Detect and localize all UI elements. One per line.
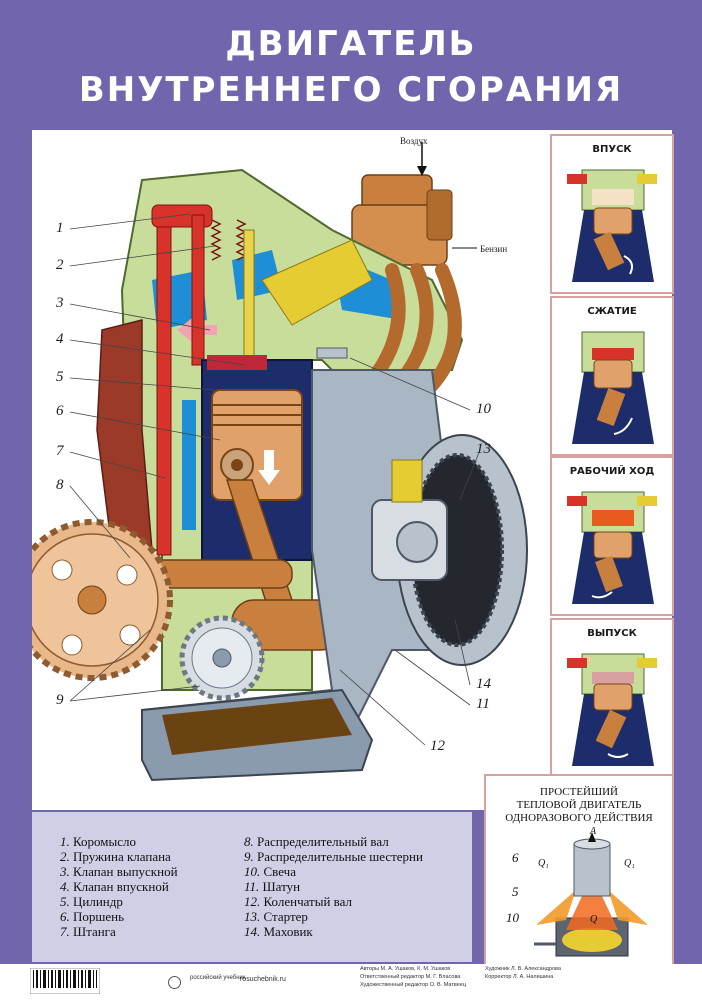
heat-engine-illustration bbox=[534, 832, 648, 957]
credits-art-editor: Художественный редактор О. В. Матвеец bbox=[360, 982, 466, 988]
legend-item-7: 7. Штанга bbox=[60, 924, 116, 939]
starter-motor bbox=[371, 459, 448, 581]
callout-14: 14 bbox=[476, 676, 491, 692]
poster-title-line-1: ДВИГАТЕЛЬ bbox=[225, 24, 477, 64]
heat-callout-6: 6 bbox=[512, 850, 519, 865]
heat-label-q: Q bbox=[590, 914, 598, 925]
legend-item-13: 13. Стартер bbox=[244, 909, 308, 924]
credits-artist: Художник Л. В. Александрова bbox=[485, 966, 561, 972]
intake-manifold bbox=[365, 263, 462, 392]
legend-panel: 1. Коромысло 2. Пружина клапана 3. Клапа… bbox=[32, 812, 472, 962]
legend-item-9: 9. Распределительные шестерни bbox=[244, 849, 423, 864]
site-url: rosuchebnik.ru bbox=[240, 976, 286, 983]
barcode-icon bbox=[30, 968, 100, 994]
callout-13: 13 bbox=[476, 441, 491, 457]
heat-callout-5: 5 bbox=[512, 884, 519, 899]
legend-item-5: 5. Цилиндр bbox=[60, 894, 123, 909]
credits-editor: Ответственный редактор М. Г. Власова bbox=[360, 974, 461, 980]
carburetor bbox=[351, 174, 453, 266]
spark-plug bbox=[316, 347, 348, 359]
legend-item-4: 4. Клапан впускной bbox=[60, 879, 169, 894]
stage-intake: ВПУСК bbox=[550, 134, 674, 294]
legend-item-10: 10. Свеча bbox=[244, 864, 296, 879]
callout-12: 12 bbox=[430, 738, 445, 754]
stage-exhaust: ВЫПУСК bbox=[550, 618, 674, 778]
credits-corrector: Корректор Л. А. Налишина bbox=[485, 974, 554, 980]
stage-compression: СЖАТИЕ bbox=[550, 296, 674, 456]
fuel-label: Бензин bbox=[480, 244, 508, 254]
callout-11: 11 bbox=[476, 696, 490, 712]
stage-compression-title: СЖАТИЕ bbox=[587, 306, 637, 317]
stage-intake-illustration bbox=[567, 169, 657, 282]
air-label: Воздух bbox=[400, 136, 428, 146]
legend-item-14: 14. Маховик bbox=[244, 924, 313, 939]
publisher-logo bbox=[168, 976, 181, 989]
stage-exhaust-title: ВЫПУСК bbox=[587, 628, 637, 639]
callout-5: 5 bbox=[56, 369, 64, 385]
legend-item-11: 11. Шатун bbox=[244, 879, 301, 894]
crankcase bbox=[141, 369, 464, 752]
callout-8: 8 bbox=[56, 477, 64, 493]
callout-4: 4 bbox=[56, 331, 64, 347]
legend-item-3: 3. Клапан выпускной bbox=[60, 864, 178, 879]
callout-9: 9 bbox=[56, 692, 64, 708]
timing-gear-small bbox=[179, 615, 265, 701]
publisher-name: российский учебник bbox=[190, 975, 246, 981]
legend-item-6: 6. Поршень bbox=[60, 909, 125, 924]
heat-engine-title-2: ТЕПЛОВОЙ ДВИГАТЕЛЬ bbox=[516, 799, 642, 811]
stage-intake-title: ВПУСК bbox=[592, 144, 632, 155]
footer: российский учебник rosuchebnik.ru Авторы… bbox=[0, 964, 702, 1000]
legend-item-2: 2. Пружина клапана bbox=[60, 849, 171, 864]
engine-cutaway-illustration bbox=[32, 142, 528, 782]
callout-2: 2 bbox=[56, 257, 64, 273]
rocker-assembly bbox=[151, 204, 255, 556]
heat-label-q1-right: Q₁ bbox=[624, 858, 635, 869]
stage-compression-illustration bbox=[572, 331, 654, 444]
stage-exhaust-illustration bbox=[567, 653, 657, 766]
heat-engine-panel: ПРОСТЕЙШИЙ ТЕПЛОВОЙ ДВИГАТЕЛЬ ОДНОРАЗОВО… bbox=[484, 774, 674, 968]
stage-power: РАБОЧИЙ ХОД bbox=[550, 456, 674, 616]
heat-label-a: A bbox=[590, 826, 597, 837]
callout-6: 6 bbox=[56, 403, 64, 419]
heat-label-q1-left: Q₁ bbox=[538, 858, 549, 869]
legend-item-12: 12. Коленчатый вал bbox=[244, 894, 352, 909]
stage-power-title: РАБОЧИЙ ХОД bbox=[569, 466, 655, 477]
callout-7: 7 bbox=[56, 443, 64, 459]
callout-10: 10 bbox=[476, 401, 491, 417]
poster-title-line-2: ВНУТРЕННЕГО СГОРАНИЯ bbox=[78, 70, 624, 110]
legend-item-8: 8. Распределительный вал bbox=[244, 834, 389, 849]
callout-3: 3 bbox=[56, 295, 64, 311]
callout-1: 1 bbox=[56, 220, 64, 236]
heat-engine-title-3: ОДНОРАЗОВОГО ДЕЙСТВИЯ bbox=[505, 812, 653, 824]
timing-gear-large bbox=[32, 519, 173, 681]
heat-callout-10: 10 bbox=[506, 910, 519, 925]
stage-power-illustration bbox=[567, 491, 657, 604]
heat-engine-title-1: ПРОСТЕЙШИЙ bbox=[540, 786, 618, 798]
legend-item-1: 1. Коромысло bbox=[60, 834, 136, 849]
piston bbox=[211, 389, 303, 501]
credits-authors: Авторы М. А. Ушаков, К. М. Ушаков bbox=[360, 966, 451, 972]
